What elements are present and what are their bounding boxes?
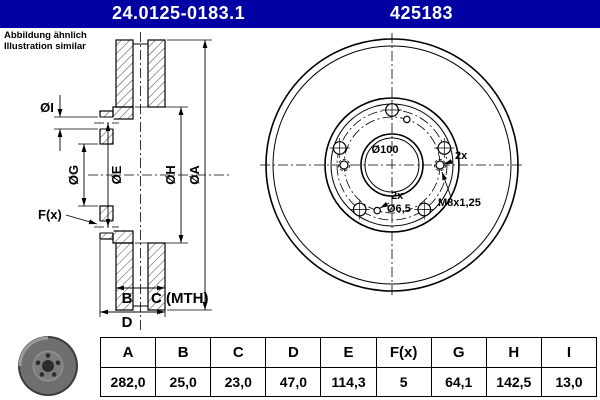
table-value-cell: 5 [375, 367, 432, 397]
label-pin-count: 2x [391, 190, 404, 202]
table-header-cell: B [155, 336, 212, 369]
label-m8-thread: M8x1,25 [438, 197, 481, 209]
spec-table-header-row: A B C D E F(x) G H I [99, 336, 598, 369]
table-value-cell: 23,0 [210, 367, 267, 397]
friction-edge-circle [272, 45, 512, 285]
table-header-cell: C [210, 336, 267, 369]
table-header-cell: E [320, 336, 377, 369]
threaded-hole-m8 [337, 158, 350, 171]
pin-hole [373, 206, 382, 215]
front-view: Ø100 2x M8x1,25 2x Ø6,5 [260, 33, 524, 297]
hat-outer-circle [324, 97, 460, 233]
dim-label-dia-g: ØG [66, 165, 81, 185]
bolt-hole [434, 138, 455, 158]
illustration-note-de: Abbildung ähnlich [4, 30, 87, 41]
dim-label-dia-h: ØH [163, 165, 178, 185]
threaded-hole-m8 [433, 158, 446, 171]
bolt-hole [414, 199, 435, 220]
header-bar: 24.0125-0183.1 425183 [0, 0, 600, 28]
table-value-cell: 47,0 [265, 367, 322, 397]
dim-label-dia-i: ØI [40, 100, 54, 115]
spec-table: A B C D E F(x) G H I 282,0 25,0 23,0 47,… [99, 336, 598, 397]
section-view: ØA ØH ØE ØG ØI F(x) [38, 32, 232, 331]
dim-label-d: D [122, 314, 133, 331]
table-value-cell: 282,0 [99, 367, 157, 397]
center-bore-circle [360, 133, 424, 197]
table-header-cell: G [430, 336, 487, 369]
table-value-cell: 114,3 [320, 367, 377, 397]
brake-disc-thumbnail [18, 336, 78, 396]
bolt-hole [329, 138, 350, 158]
label-pin-dia: Ø6,5 [387, 203, 411, 215]
dim-label-b: B [122, 290, 133, 307]
bolt-hole [349, 199, 370, 220]
pin-hole [402, 115, 411, 124]
table-header-cell: I [540, 336, 598, 369]
spec-table-value-row: 282,0 25,0 23,0 47,0 114,3 5 64,1 142,5 … [99, 367, 598, 397]
table-value-cell: 64,1 [430, 367, 487, 397]
label-dia-100: Ø100 [372, 144, 399, 156]
table-value-cell: 13,0 [540, 367, 598, 397]
table-header-cell: A [99, 336, 157, 369]
bolt-hole [382, 100, 402, 120]
dim-label-dia-e: ØE [109, 165, 124, 184]
table-header-cell: H [485, 336, 542, 369]
label-m8-count: 2x [455, 150, 468, 162]
dim-label-f-x: F(x) [38, 207, 62, 222]
bore-chamfer-circle [364, 137, 420, 193]
dim-label-dia-a: ØA [187, 165, 202, 185]
dim-label-c-mth: C (MTH) [151, 290, 208, 307]
table-header-cell: D [265, 336, 322, 369]
table-value-cell: 142,5 [485, 367, 542, 397]
table-header-cell: F(x) [375, 336, 432, 369]
part-number: 24.0125-0183.1 [112, 3, 246, 23]
illustration-note: Abbildung ähnlich Illustration similar [4, 30, 87, 52]
illustration-note-en: Illustration similar [4, 41, 86, 52]
outer-diameter-circle [265, 38, 519, 292]
table-value-cell: 25,0 [155, 367, 212, 397]
reference-number: 425183 [390, 3, 454, 23]
